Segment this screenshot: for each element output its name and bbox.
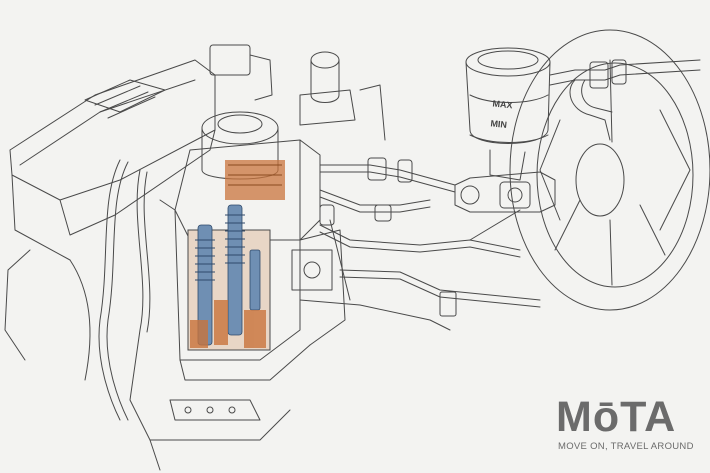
reservoir-min-label: MIN	[490, 118, 507, 130]
brake-lines	[299, 157, 541, 331]
reservoir-level-marks: MAX MIN	[490, 98, 513, 130]
reservoir-max-label: MAX	[492, 98, 513, 110]
hydraulic-unit	[159, 199, 351, 381]
engine-block-lower	[129, 329, 291, 471]
brake-booster	[509, 29, 710, 311]
right-reservoir	[454, 47, 556, 213]
engine-top-parts	[209, 44, 386, 141]
engine-cover	[4, 59, 216, 361]
brand-logo-block: MōTA MOVE ON, TRAVEL AROUND	[556, 396, 706, 456]
hoses-left	[69, 159, 151, 421]
reservoir-hose	[549, 59, 701, 141]
brand-logo: MōTA	[556, 393, 677, 441]
brand-tagline: MOVE ON, TRAVEL AROUND	[558, 441, 694, 452]
cutaway-internals	[187, 160, 285, 351]
